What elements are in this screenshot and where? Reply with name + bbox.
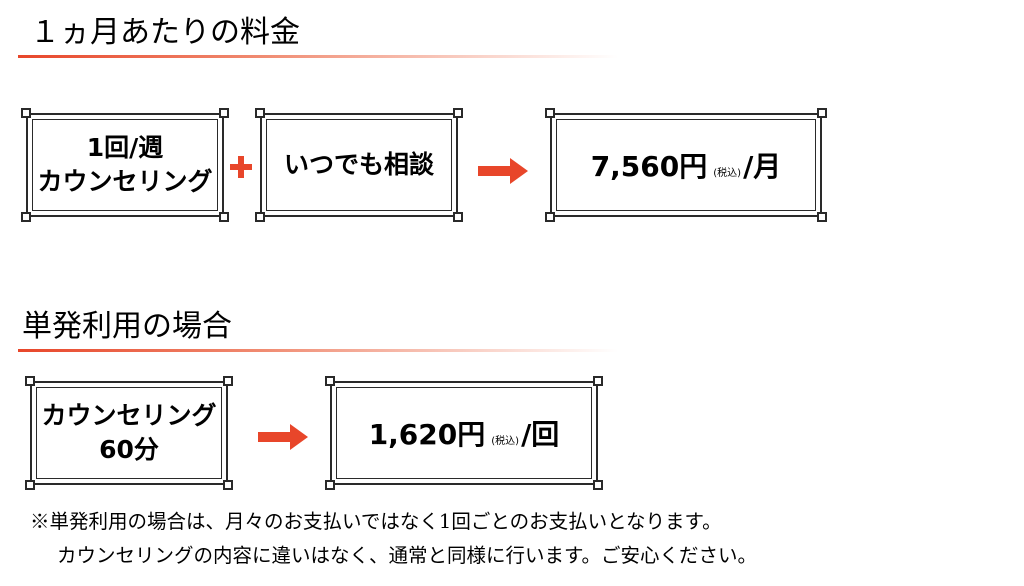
weekly-counseling-line1: 1回/週 [86, 133, 164, 163]
anytime-consult-box: いつでも相談 [255, 108, 463, 222]
monthly-title: １ヵ月あたりの料金 [30, 15, 300, 50]
note-line-1: ※単発利用の場合は、月々のお支払いではなく1回ごとのお支払いとなります。 [30, 510, 722, 533]
anytime-consult-label: いつでも相談 [283, 150, 434, 180]
single-counseling-line1: カウンセリング [41, 401, 217, 431]
plus-icon [230, 156, 252, 178]
monthly-price: 7,560円 [590, 150, 708, 183]
single-price: 1,620円 [368, 418, 486, 451]
arrow-right-icon [258, 424, 308, 450]
monthly-price-box: 7,560円 (税込)/月 [545, 108, 827, 222]
single-price-box: 1,620円 (税込)/回 [325, 376, 603, 490]
monthly-title-underline [18, 55, 618, 58]
single-tax-label: (税込) [491, 436, 520, 447]
monthly-tax-label: (税込) [713, 168, 742, 179]
weekly-counseling-box: 1回/週 カウンセリング [21, 108, 229, 222]
single-unit: /回 [521, 418, 560, 451]
single-title-underline [18, 349, 618, 352]
weekly-counseling-line2: カウンセリング [37, 167, 213, 196]
arrow-right-icon [478, 158, 528, 184]
single-title: 単発利用の場合 [22, 309, 232, 344]
monthly-unit: /月 [743, 150, 782, 183]
single-counseling-box: カウンセリング 60分 [25, 376, 233, 490]
single-counseling-line2: 60分 [99, 435, 159, 464]
note-line-2: カウンセリングの内容に違いはなく、通常と同様に行います。ご安心ください。 [57, 544, 758, 567]
